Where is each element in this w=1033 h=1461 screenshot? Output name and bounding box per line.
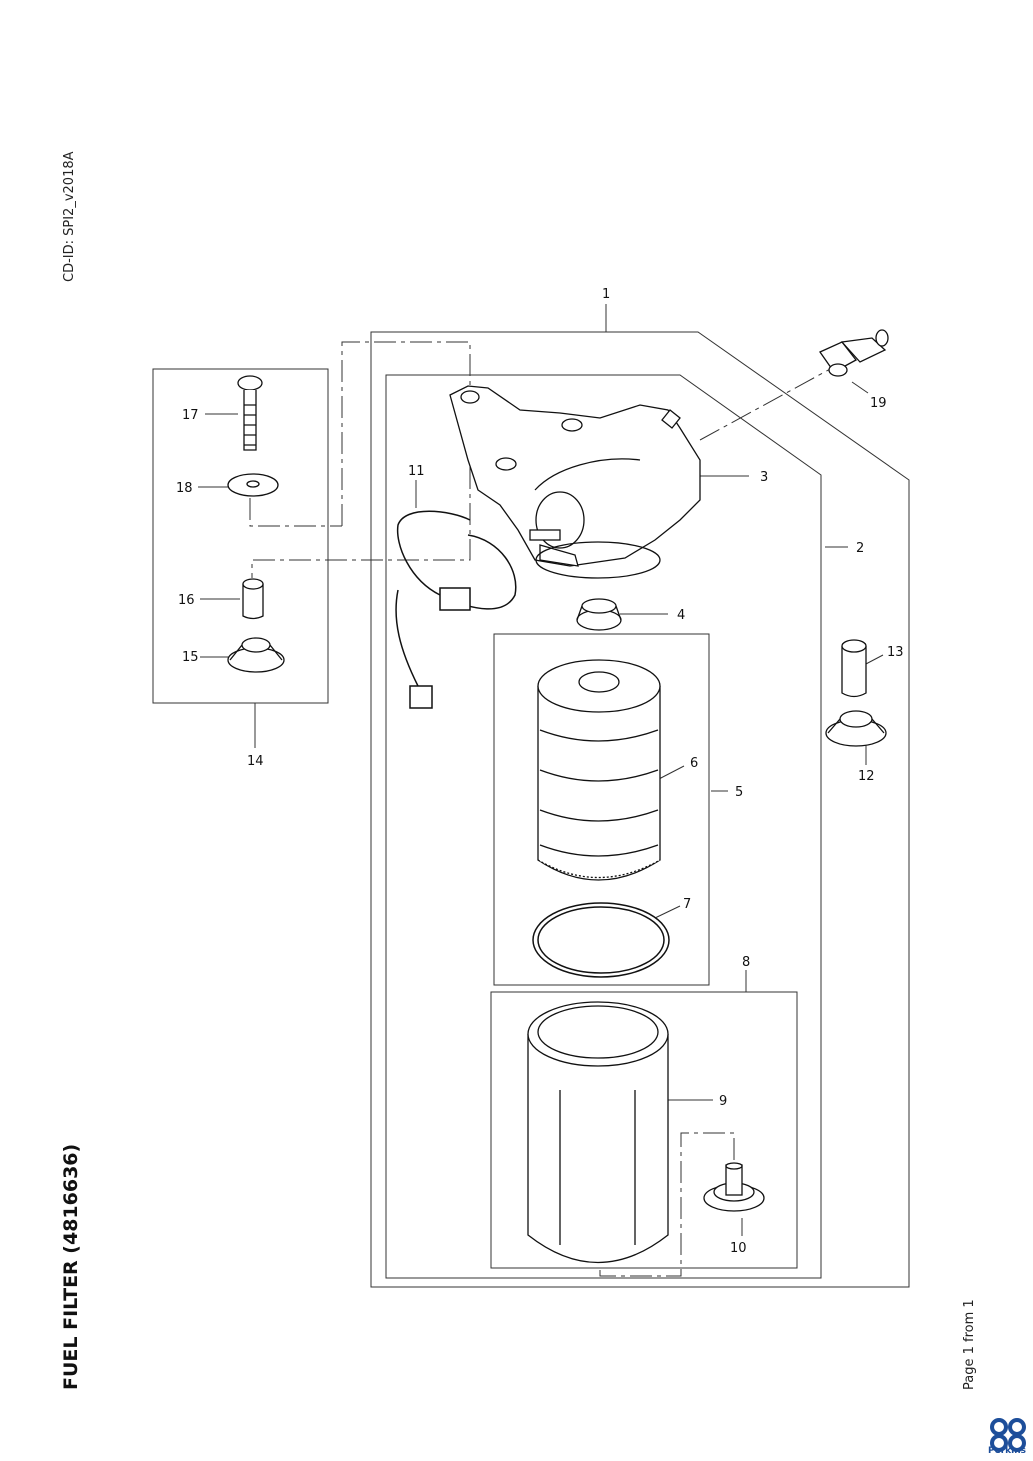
grommet-part-15 xyxy=(227,637,285,673)
bolt-part-17 xyxy=(237,375,263,451)
washer-part-18 xyxy=(227,473,279,497)
callout-11: 11 xyxy=(408,464,425,479)
grommet-part-12 xyxy=(825,710,887,747)
callout-9: 9 xyxy=(719,1094,727,1109)
callout-1: 1 xyxy=(602,287,610,302)
group-14-box xyxy=(152,368,329,704)
sleeve-part-16 xyxy=(242,578,264,620)
callout-19: 19 xyxy=(870,396,887,411)
callout-5: 5 xyxy=(735,785,743,800)
callout-15: 15 xyxy=(182,650,199,665)
filter-head-part-3 xyxy=(449,385,701,579)
perkins-logo-icon xyxy=(990,1418,1026,1452)
group-5-box xyxy=(493,633,710,986)
o-ring-part-7 xyxy=(532,902,670,978)
fitting-part-19 xyxy=(819,329,889,377)
callout-7: 7 xyxy=(683,897,691,912)
callout-16: 16 xyxy=(178,593,195,608)
seal-part-4 xyxy=(576,598,622,631)
callout-14: 14 xyxy=(247,754,264,769)
callout-12: 12 xyxy=(858,769,875,784)
drain-part-10 xyxy=(703,1162,765,1212)
sleeve-part-13 xyxy=(841,639,867,698)
callout-13: 13 xyxy=(887,645,904,660)
callout-18: 18 xyxy=(176,481,193,496)
callout-2: 2 xyxy=(856,541,864,556)
group-1-outline xyxy=(370,331,910,1288)
callout-4: 4 xyxy=(677,608,685,623)
callout-17: 17 xyxy=(182,408,199,423)
callout-10: 10 xyxy=(730,1241,747,1256)
callout-3: 3 xyxy=(760,470,768,485)
group-8-box xyxy=(490,991,798,1269)
bowl-part-9 xyxy=(527,1001,669,1263)
group-2-outline xyxy=(385,374,822,1279)
harness-part-11 xyxy=(395,510,517,709)
callout-8: 8 xyxy=(742,955,750,970)
brand-name: Perkins xyxy=(988,1446,1026,1456)
filter-element-part-6 xyxy=(537,659,661,881)
callout-6: 6 xyxy=(690,756,698,771)
